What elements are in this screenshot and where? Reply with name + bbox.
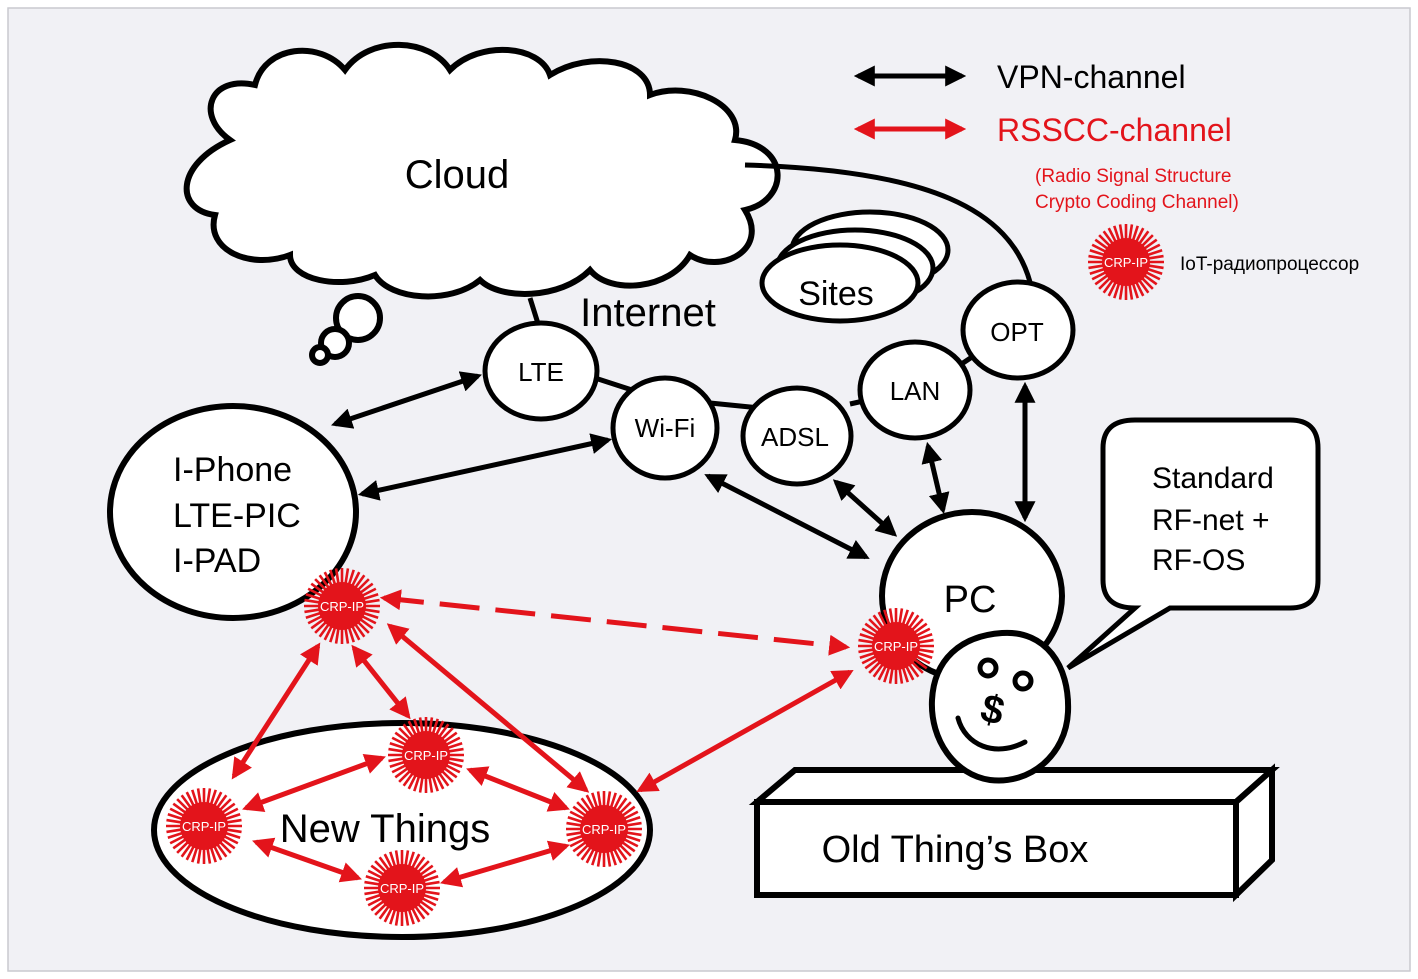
cloud-label: Cloud (405, 153, 510, 197)
vpn-arrows (331, 371, 1036, 560)
crp-chips: CRP-IP CRP-IP CRP-IP CRP-IP CRP-IP CRP-IP CRP-… (164, 222, 1166, 928)
old-thing-box (748, 763, 1280, 903)
standard-label-line1: Standard (1152, 462, 1274, 495)
lte-node (482, 320, 600, 422)
opt-label: OPT (990, 317, 1044, 347)
rsscc-arrow-iphone-pc-dashed (379, 589, 851, 656)
rsscc-arrow-iphone-right (386, 623, 590, 793)
cloud-shape (183, 41, 781, 366)
crp-chip-left: CRP-IP (164, 786, 244, 866)
vpn-arrow-adsl-pc (832, 479, 898, 537)
rsscc-arrows (231, 589, 854, 888)
lan-label: LAN (890, 376, 941, 406)
sites-stack (759, 209, 951, 324)
old-box-label: Old Thing’s Box (822, 829, 1089, 871)
lte-label: LTE (518, 357, 564, 387)
iphone-label-line2: LTE-PIC (173, 497, 301, 535)
pc-label: PC (944, 579, 997, 621)
legend-rsscc-note-line2: Crypto Coding Channel) (1035, 192, 1239, 213)
legend: VPN-channel RSSCC-channel (Radio Signal … (853, 59, 1359, 275)
rsscc-arrow-left-bottom (252, 837, 362, 883)
vpn-arrow-wifi-pc (704, 473, 870, 560)
legend-rsscc-label: RSSCC-channel (997, 112, 1232, 148)
crp-chip-top-label: CRP-IP (404, 748, 448, 763)
legend-crp-chip-label: CRP-IP (1104, 255, 1148, 270)
legend-vpn-label: VPN-channel (997, 59, 1186, 95)
vpn-arrow-lan-pc (921, 441, 950, 515)
standard-label-line2: RF-net + (1152, 504, 1270, 537)
sites-label: Sites (798, 275, 874, 313)
legend-crp-chip: CRP-IP (1086, 222, 1166, 302)
rsscc-arrow-bottom-right (439, 840, 571, 888)
crp-chip-pc-label: CRP-IP (874, 639, 918, 654)
face-icon: $ (928, 629, 1072, 784)
wifi-node (610, 375, 720, 481)
internet-label: Internet (580, 291, 716, 335)
rsscc-arrow-right-pc (636, 669, 854, 793)
crp-chip-bottom: CRP-IP (362, 848, 442, 928)
wifi-label: Wi-Fi (635, 413, 696, 443)
opt-node (960, 279, 1076, 381)
crp-chip-right: CRP-IP (564, 789, 644, 869)
iphone-label-line1: I-Phone (173, 451, 292, 489)
crp-chip-iphone: CRP-IP (302, 566, 382, 646)
crp-chip-right-label: CRP-IP (582, 822, 626, 837)
crp-chip-bottom-label: CRP-IP (380, 881, 424, 896)
speech-bubble (1066, 417, 1321, 671)
crp-chip-top: CRP-IP (386, 715, 466, 795)
legend-rsscc-note-line1: (Radio Signal Structure (1035, 166, 1231, 187)
iphone-label-line3: I-PAD (173, 542, 261, 580)
legend-crp-meaning: IoT-радиопроцессор (1180, 254, 1359, 275)
vpn-arrow-iphone-wifi (357, 433, 613, 501)
vpn-arrow-iphone-lte (331, 371, 482, 429)
rsscc-arrow-left-top (242, 753, 386, 813)
rsscc-arrow-top-right (466, 766, 570, 812)
iphone-node (107, 403, 359, 621)
crp-chip-pc: CRP-IP (856, 606, 936, 686)
lan-node (857, 339, 973, 441)
standard-label-line3: RF-OS (1152, 544, 1245, 577)
adsl-label: ADSL (761, 422, 829, 452)
crp-chip-iphone-label: CRP-IP (320, 599, 364, 614)
crp-chip-left-label: CRP-IP (182, 819, 226, 834)
new-things-label: New Things (280, 807, 490, 851)
